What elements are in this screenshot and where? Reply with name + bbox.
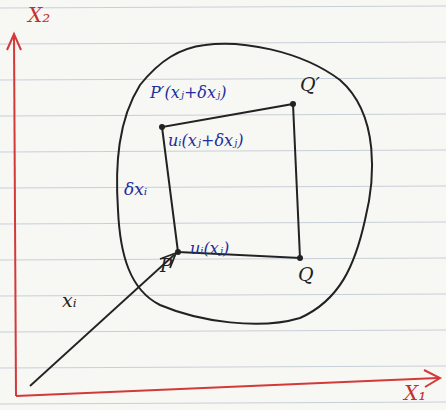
point-label: Q bbox=[298, 264, 314, 285]
axis-label: X₁ bbox=[404, 382, 426, 404]
point-label: P bbox=[160, 256, 172, 276]
point-label: P′(xⱼ+δxⱼ) bbox=[150, 84, 226, 102]
element-quad bbox=[162, 104, 300, 258]
axes bbox=[7, 34, 440, 396]
paper-lines bbox=[0, 6, 446, 404]
displacement-label: uᵢ(xⱼ+δxⱼ) bbox=[168, 132, 244, 150]
axis-label: X₂ bbox=[28, 4, 50, 26]
displacement-label: uᵢ(xⱼ) bbox=[190, 240, 229, 258]
points bbox=[159, 101, 303, 261]
body-outline bbox=[117, 44, 372, 324]
point-label: Q′ bbox=[300, 74, 320, 95]
position-vector bbox=[30, 253, 176, 386]
position-label: xᵢ bbox=[62, 290, 77, 311]
dimension-label: δxᵢ bbox=[124, 180, 147, 199]
